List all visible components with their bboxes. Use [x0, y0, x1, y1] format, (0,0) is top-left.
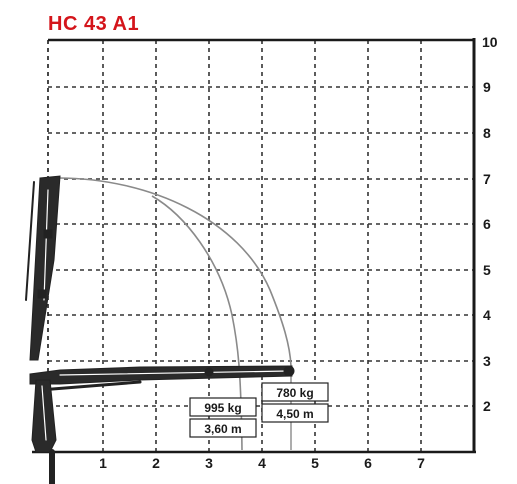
horizontal-boom-highlight — [59, 370, 289, 376]
joint — [204, 367, 214, 377]
boom-rod — [25, 181, 35, 301]
x-tick-label: 4 — [258, 455, 266, 471]
reach-envelope-inner — [151, 195, 243, 451]
load-box — [261, 382, 329, 402]
x-tick-label: 5 — [311, 455, 319, 471]
chart-title: HC 43 A1 — [48, 13, 140, 35]
reach-box — [189, 418, 257, 438]
y-tick-label: 6 — [483, 216, 491, 232]
x-tick-label: 3 — [205, 455, 213, 471]
y-tick-label: 5 — [483, 262, 491, 278]
grid — [48, 40, 474, 452]
y-tick-label: 10 — [482, 34, 498, 50]
x-tick-label: 1 — [99, 455, 107, 471]
callout-780: 780 kg 4,50 m — [261, 382, 329, 423]
column-highlight — [41, 385, 47, 441]
boom-rod — [43, 189, 49, 301]
y-tick-label: 3 — [483, 353, 491, 369]
load-label: 780 kg — [276, 386, 313, 400]
reach-label: 3,60 m — [204, 422, 241, 436]
boom-clamp — [37, 289, 47, 299]
y-tick-label: 7 — [483, 171, 491, 187]
callout-995: 995 kg 3,60 m — [189, 397, 257, 438]
y-tick-label: 9 — [483, 79, 491, 95]
crane-silhouette — [25, 175, 295, 484]
y-tick-label: 4 — [483, 307, 491, 323]
reach-box — [261, 403, 329, 423]
load-label: 995 kg — [204, 401, 241, 415]
x-tick-label: 2 — [152, 455, 160, 471]
x-tick-label: 6 — [364, 455, 372, 471]
reach-label: 4,50 m — [276, 407, 313, 421]
reach-envelope-outer — [57, 177, 292, 367]
x-tick-label: 7 — [417, 455, 425, 471]
boom-clamp — [43, 229, 53, 239]
boom-cylinder — [38, 380, 142, 392]
boom-tip — [283, 365, 295, 377]
y-tick-label: 2 — [483, 398, 491, 414]
load-box — [189, 397, 257, 417]
y-tick-label: 8 — [483, 125, 491, 141]
